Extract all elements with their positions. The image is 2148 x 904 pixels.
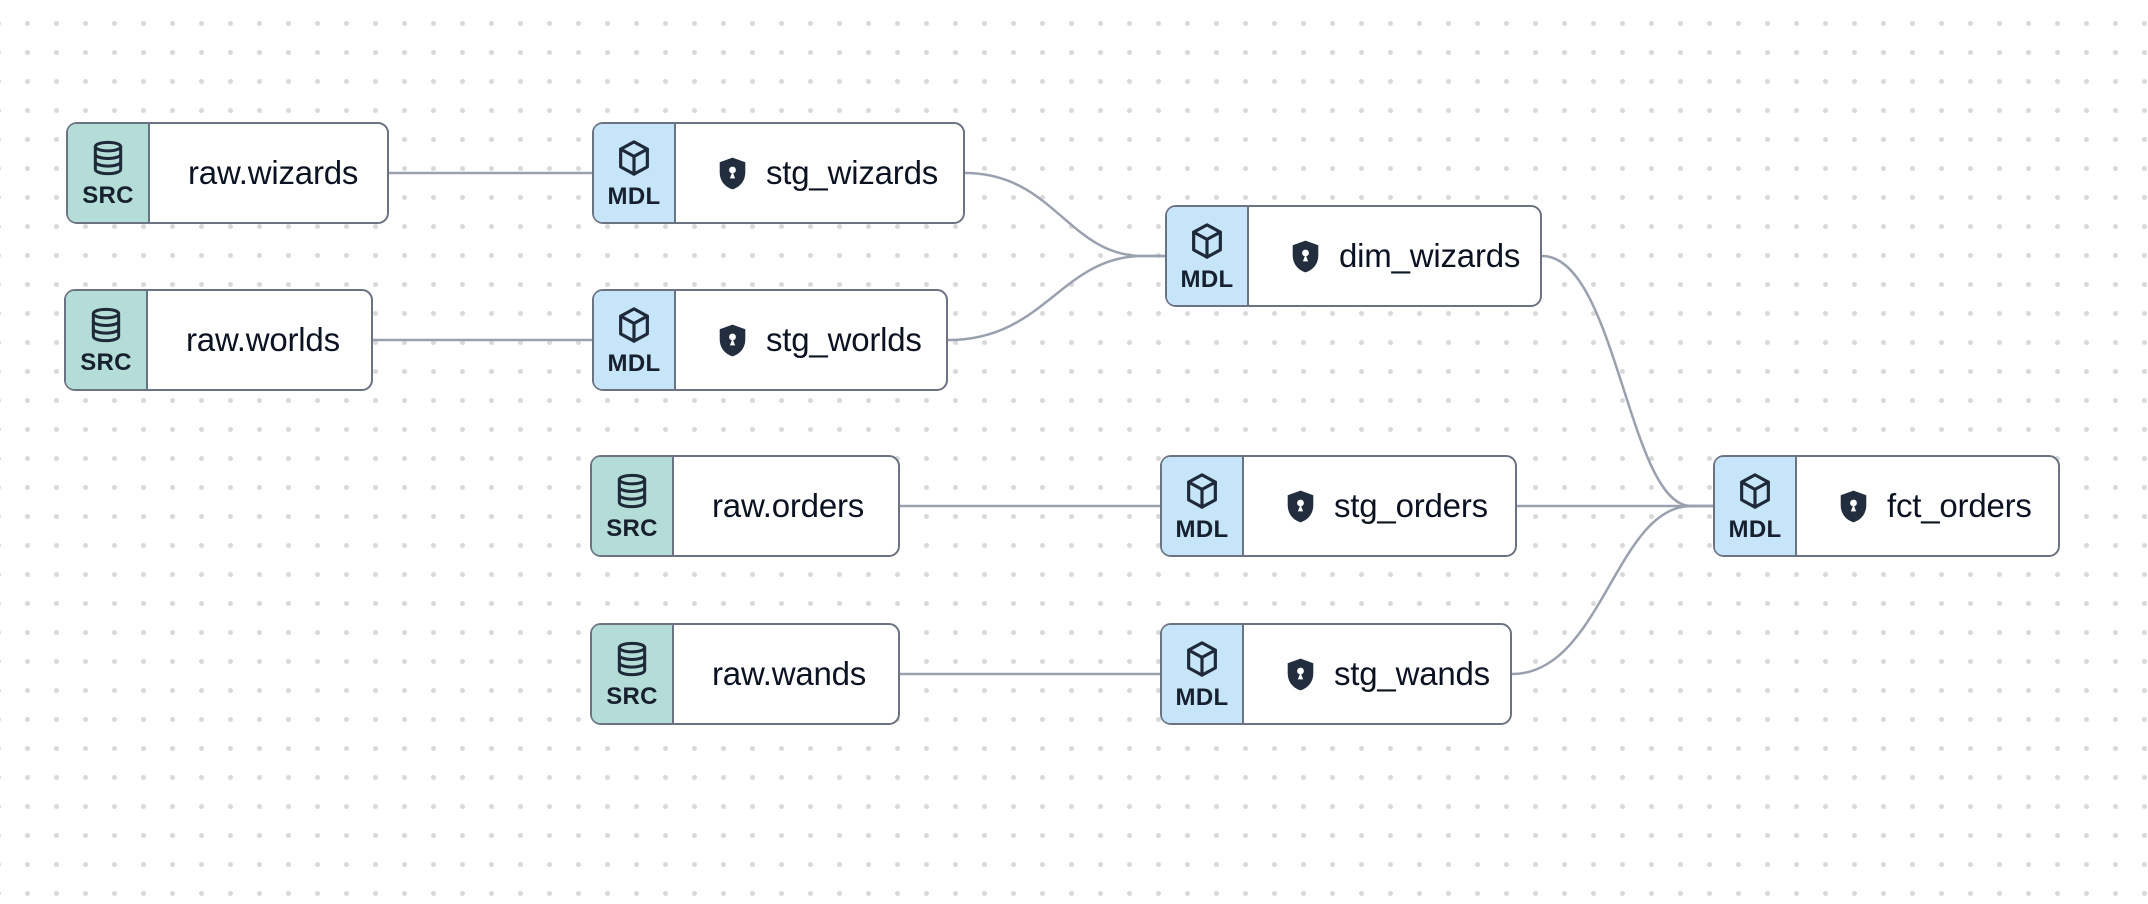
- shield-lock-icon: [1282, 488, 1319, 525]
- node-type-label: SRC: [606, 514, 658, 542]
- node-dim-wizards[interactable]: MDL dim_wizards: [1165, 205, 1542, 307]
- node-type-badge: SRC: [66, 291, 148, 389]
- node-type-badge: SRC: [592, 457, 674, 555]
- shield-lock-icon: [1287, 490, 1314, 522]
- shield-lock-icon: [719, 157, 746, 189]
- shield-lock-icon: [1287, 238, 1324, 275]
- node-type-label: SRC: [80, 348, 132, 376]
- node-raw-wizards[interactable]: SRC raw.wizards: [66, 122, 389, 224]
- node-raw-orders[interactable]: SRC raw.orders: [590, 455, 900, 557]
- node-name-label: stg_wands: [1334, 655, 1490, 692]
- edge-stg_wizards-to-dim_wizards[interactable]: [963, 171, 1167, 258]
- cube-icon: [1187, 472, 1217, 509]
- database-icon: [617, 473, 647, 508]
- shield-lock-icon: [1840, 490, 1867, 522]
- node-type-label: SRC: [82, 181, 134, 209]
- node-name-label: raw.wands: [712, 655, 867, 692]
- node-type-label: SRC: [606, 682, 658, 710]
- edge-stg_wands-to-fct_orders[interactable]: [1510, 504, 1715, 676]
- cube-icon: [619, 139, 649, 176]
- node-raw-wands[interactable]: SRC raw.wands: [590, 623, 900, 725]
- node-type-label: MDL: [1180, 265, 1234, 293]
- node-type-label: MDL: [1728, 515, 1782, 543]
- database-icon: [617, 641, 647, 676]
- cube-icon: [1187, 640, 1217, 677]
- database-icon: [91, 307, 121, 342]
- node-name-label: raw.wizards: [188, 154, 359, 191]
- node-name-label: raw.orders: [712, 487, 865, 524]
- node-name-label: raw.worlds: [186, 321, 340, 358]
- database-icon: [93, 140, 123, 175]
- node-type-label: MDL: [607, 349, 661, 377]
- node-type-badge: SRC: [592, 625, 674, 723]
- node-type-label: MDL: [1175, 515, 1229, 543]
- node-name-label: dim_wizards: [1339, 237, 1521, 274]
- node-name-label: stg_worlds: [766, 321, 922, 358]
- node-type-badge: MDL: [594, 124, 676, 222]
- node-name-label: stg_wizards: [766, 154, 939, 191]
- node-fct-orders[interactable]: MDL fct_orders: [1713, 455, 2060, 557]
- edge-stg_worlds-to-dim_wizards[interactable]: [946, 254, 1167, 342]
- node-type-badge: MDL: [594, 291, 676, 389]
- node-name-label: stg_orders: [1334, 487, 1488, 524]
- cube-icon: [1740, 472, 1770, 509]
- cube-icon: [619, 306, 649, 343]
- node-type-badge: SRC: [68, 124, 150, 222]
- shield-lock-icon: [1282, 656, 1319, 693]
- node-type-badge: MDL: [1162, 457, 1244, 555]
- node-type-label: MDL: [1175, 683, 1229, 711]
- shield-lock-icon: [714, 322, 751, 359]
- node-type-badge: MDL: [1715, 457, 1797, 555]
- node-stg-wizards[interactable]: MDL stg_wizards: [592, 122, 965, 224]
- shield-lock-icon: [1287, 658, 1314, 690]
- node-name-label: fct_orders: [1887, 487, 2032, 524]
- shield-lock-icon: [719, 324, 746, 356]
- shield-lock-icon: [1835, 488, 1872, 525]
- node-stg-orders[interactable]: MDL stg_orders: [1160, 455, 1517, 557]
- node-stg-wands[interactable]: MDL stg_wands: [1160, 623, 1512, 725]
- edge-dim_wizards-to-fct_orders[interactable]: [1540, 254, 1715, 508]
- node-raw-worlds[interactable]: SRC raw.worlds: [64, 289, 373, 391]
- node-stg-worlds[interactable]: MDL stg_worlds: [592, 289, 948, 391]
- node-type-badge: MDL: [1167, 207, 1249, 305]
- cube-icon: [1192, 222, 1222, 259]
- node-type-label: MDL: [607, 182, 661, 210]
- shield-lock-icon: [1292, 240, 1319, 272]
- node-type-badge: MDL: [1162, 625, 1244, 723]
- shield-lock-icon: [714, 155, 751, 192]
